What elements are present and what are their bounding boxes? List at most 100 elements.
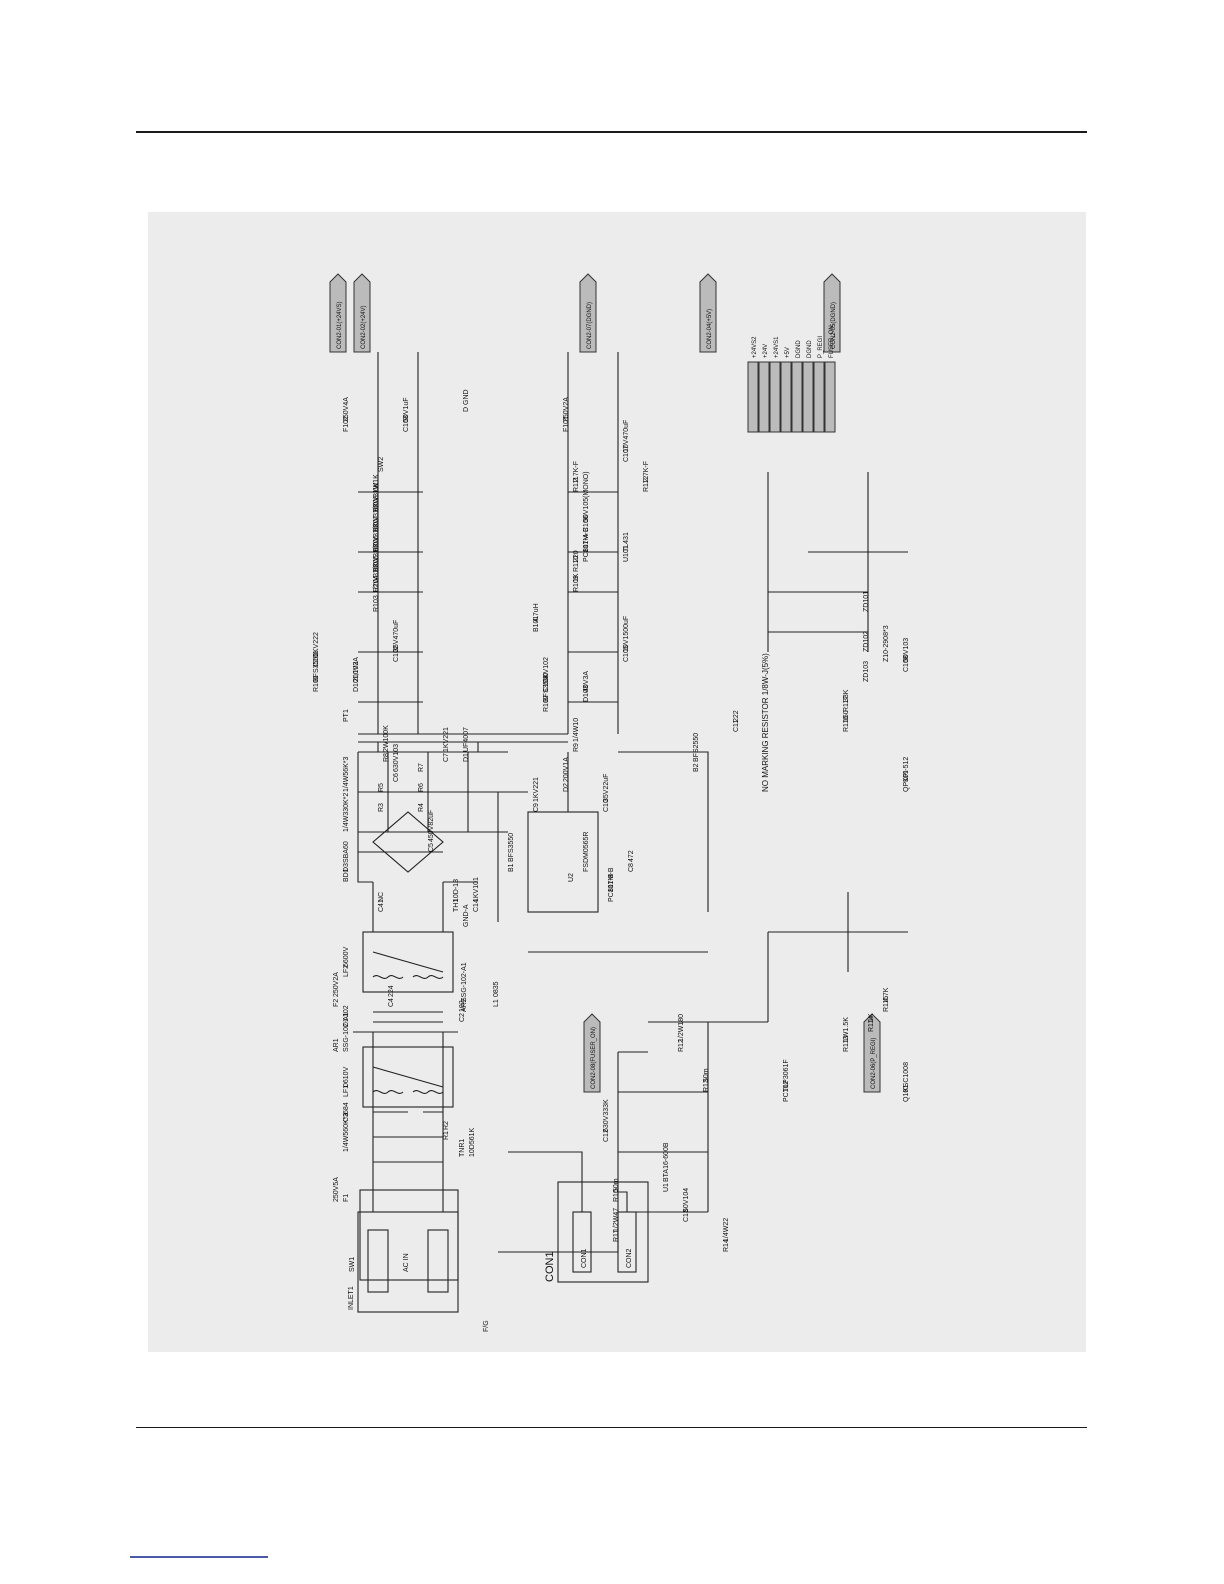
label-r107: R107 1/2W3.6K <box>373 482 380 532</box>
label-pc101b_val: 817M-B <box>608 867 615 892</box>
label-r3: R3 <box>378 803 385 812</box>
offpage-dgnd1: CON2-07(DGND) <box>587 302 593 349</box>
label-u2_val: FSDM0565R <box>583 832 590 872</box>
label-d2_val: 200V1A <box>563 757 570 782</box>
label-bd1_val: D3SBA60 <box>343 841 350 872</box>
label-l1_val: 0835 <box>493 981 500 997</box>
label-r5r6r7: 1/4W56K*3 <box>343 756 350 792</box>
label-c14_val: 1KV101 <box>473 877 480 902</box>
label-f101_val: 250V2A <box>563 397 570 422</box>
label-c107_val: 10V470uF <box>623 420 630 452</box>
label-c6_val: 630V103 <box>393 744 400 772</box>
label-c105_val: 10V1500uF <box>623 616 630 652</box>
label-c2: C2 <box>459 1013 466 1022</box>
label-r12_val: 1/2W180 <box>678 1014 685 1042</box>
label-u101_val: TL431 <box>623 532 630 552</box>
label-bd1: BD1 <box>343 868 350 882</box>
label-qp101_val: KPI-512 <box>903 757 910 782</box>
label-pc101b: PC101-B <box>608 873 615 902</box>
label-ar1_val: SSG-102-A1 <box>343 1012 350 1052</box>
label-c12_val: 630V333K <box>603 1099 610 1132</box>
label-c4: C4 <box>388 998 395 1007</box>
label-f2: F2 <box>333 999 340 1007</box>
label-r12: R12 <box>678 1039 685 1052</box>
label-th1_val: 10D-13 <box>453 879 460 902</box>
label-u1_val: BTA16-600B <box>663 1142 670 1182</box>
label-d1: D1 <box>463 753 470 762</box>
label-r13_val: 50m <box>703 1068 710 1082</box>
power-supply-schematic: F1250V5ATNR110D561K1/4W560K*2R1R2C3684LF… <box>313 273 910 1332</box>
label-c2_val: 102 <box>459 1000 466 1012</box>
label-lf2: LF2 <box>343 965 350 977</box>
wiring <box>353 352 908 1313</box>
connector-label-sw1: SW1 <box>349 1257 356 1272</box>
label-f101: F101 <box>563 416 570 432</box>
label-u1: U1 <box>663 1183 670 1192</box>
label-tnr1: TNR1 <box>459 1139 466 1157</box>
label-l1: L1 <box>493 999 500 1007</box>
label-r114: R114 <box>868 1016 875 1032</box>
label-r9_val: 1/4W10 <box>573 718 580 742</box>
label-f1: F1 <box>343 1194 350 1202</box>
label-c12: C12 <box>603 1129 610 1142</box>
label-c14: C14 <box>473 899 480 912</box>
label-r112_val: 2.7K-F <box>643 461 650 482</box>
label-r9: R9 <box>573 743 580 752</box>
label-r8_val: 2W100K <box>383 725 390 752</box>
label-r110_val: 220 <box>573 550 580 562</box>
label-r14: R14 <box>723 1239 730 1252</box>
label-c7_val: 1KV221 <box>443 727 450 752</box>
label-c101_val: 1KV222 <box>313 632 320 657</box>
footnote-link-underline[interactable] <box>130 1556 268 1558</box>
label-r102: R102 <box>543 695 550 712</box>
label-r112: R112 <box>643 476 650 492</box>
label-r116_val: 150 <box>843 710 850 722</box>
label-r14_val: 1/4W22 <box>723 1218 730 1242</box>
label-r1r2: 1/4W560K*2 <box>343 1113 350 1152</box>
offpage-fuseron: CON2-08(FUSER_ON) <box>591 1027 597 1089</box>
label-pc101a_val: 817M-B <box>583 527 590 552</box>
right-list-item: DGND <box>807 340 813 358</box>
label-zd_val: Z10-2908*3 <box>883 625 890 662</box>
label-c104_val: 1KV102 <box>543 657 550 682</box>
label-c7: C7 <box>443 753 450 762</box>
connector-label-con1_pin1: CON1 <box>581 1248 588 1268</box>
right-list-item: FUSER_ON <box>829 325 835 358</box>
label-c103_val: 50V1uF <box>403 397 410 422</box>
label-c3_val: 684 <box>343 1102 350 1114</box>
label-c4_val: 224 <box>388 985 395 997</box>
label-r108: R108 1W1K <box>373 474 380 512</box>
label-c1_val: 102 <box>343 1005 350 1017</box>
label-r11: R11 <box>613 1230 620 1242</box>
label-r13: R13 <box>703 1079 710 1092</box>
label-c101: C101 <box>313 650 320 667</box>
label-r3r4r5: 1/4W330K*2 <box>343 793 350 832</box>
label-lf1: LF1 <box>343 1085 350 1097</box>
label-r117_val: 33K <box>843 689 850 702</box>
label-r116: R116 <box>843 716 850 732</box>
label-b101: B101 <box>533 616 540 632</box>
label-r111: R111 <box>573 476 580 492</box>
label-pc102_val: TLP3061F <box>783 1059 790 1092</box>
label-c106_val: 50V105(MONO) <box>583 471 590 522</box>
label-gnd_a: GND-A <box>463 904 470 927</box>
right-list-item: +24VS2 <box>752 336 758 358</box>
label-r113: R113 <box>843 1036 850 1052</box>
label-r7: R7 <box>418 763 425 772</box>
label-lf2_val: 6600V <box>343 946 350 967</box>
label-c9_val: 1KV221 <box>533 777 540 802</box>
label-c41_val: NC <box>378 892 385 902</box>
label-r102_val: BFS3550 <box>543 673 550 702</box>
label-r101_val: BFS3550 <box>313 653 320 682</box>
right-list-item: +5V <box>785 347 791 358</box>
right-list-tags <box>747 361 836 433</box>
label-r114_val: 1K <box>868 1013 875 1022</box>
right-list-item: +24V <box>763 344 769 358</box>
label-r113_val: 1W1.5K <box>843 1017 850 1042</box>
label-r109_val: 1K <box>573 573 580 582</box>
label-c107: C107 <box>623 445 630 462</box>
label-r111_val: 2.7K-F <box>573 461 580 482</box>
